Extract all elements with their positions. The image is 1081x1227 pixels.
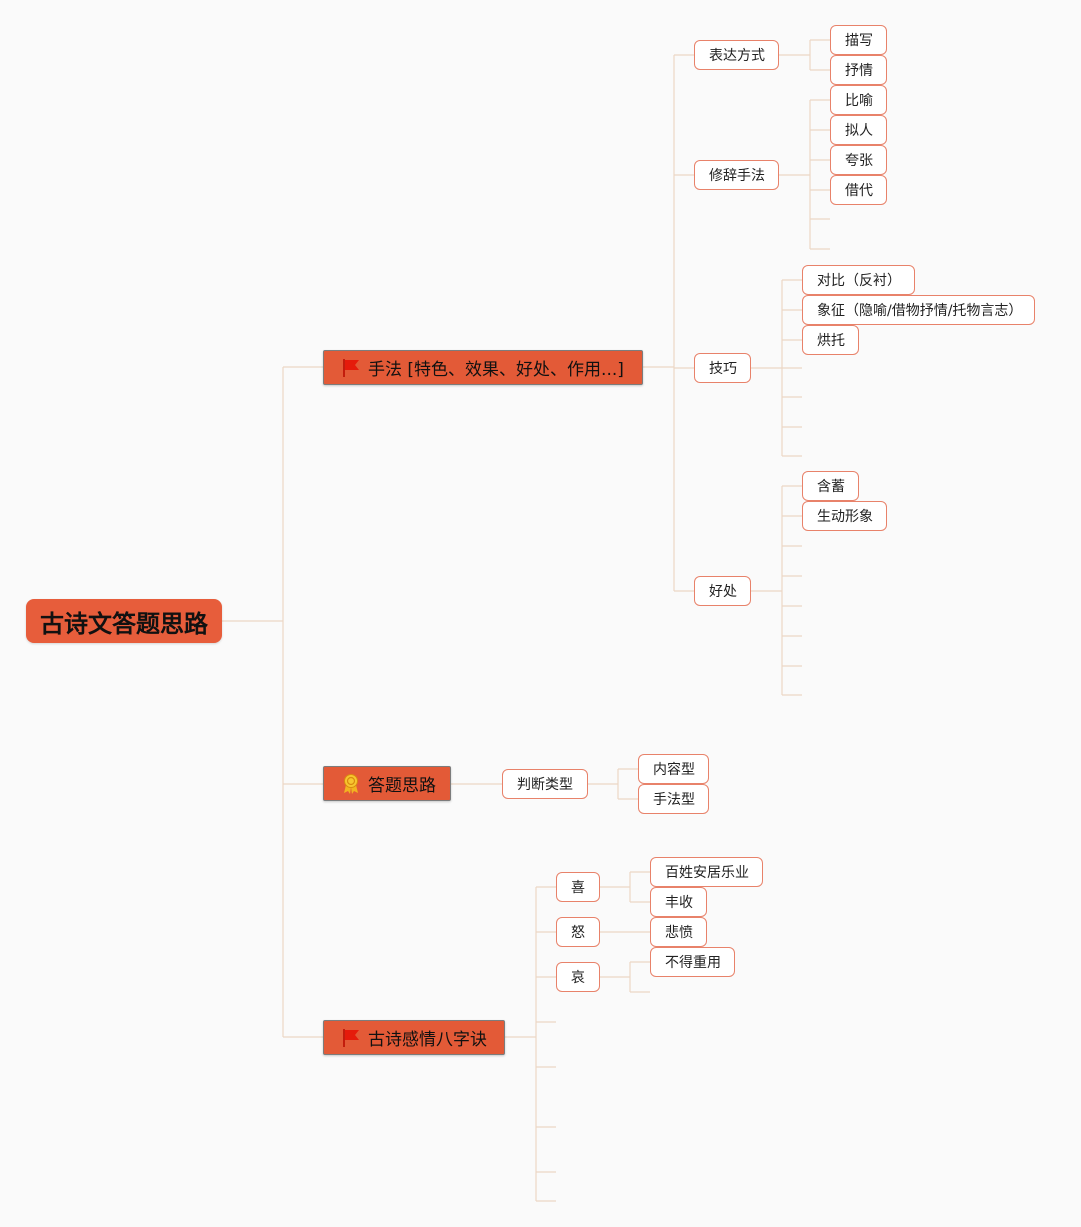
leaf-indignation[interactable]: 悲愤: [650, 917, 707, 947]
leaf-label: 悲愤: [665, 925, 693, 941]
leaf-label: 生动形象: [817, 509, 873, 525]
leaf-label: 拟人: [845, 123, 873, 139]
topic-answer-approach[interactable]: 答题思路: [323, 766, 451, 801]
subtopic-label: 修辞手法: [709, 168, 765, 184]
leaf-label: 含蓄: [817, 479, 845, 495]
topic-emotion-mnemonic-label: 古诗感情八字诀: [368, 1030, 487, 1050]
leaf-label: 烘托: [817, 333, 845, 349]
subtopic-label: 哀: [571, 970, 585, 986]
leaf-label: 百姓安居乐业: [665, 865, 749, 881]
connector-joy: [600, 871, 650, 903]
leaf-people-prosper[interactable]: 百姓安居乐业: [650, 857, 763, 887]
leaf-label: 不得重用: [665, 955, 721, 971]
leaf-label: 手法型: [653, 792, 695, 808]
subtopic-label: 表达方式: [709, 48, 765, 64]
leaf-label: 比喻: [845, 93, 873, 109]
subtopic-label: 喜: [571, 880, 585, 896]
connector-skill: [751, 279, 802, 457]
connector-emotion: [505, 886, 556, 1202]
leaf-label: 描写: [845, 33, 873, 49]
leaf-metaphor[interactable]: 比喻: [830, 85, 887, 115]
root-topic[interactable]: 古诗文答题思路: [26, 599, 222, 643]
connector-technique: [643, 54, 694, 592]
leaf-label: 借代: [845, 183, 873, 199]
connector-expression: [779, 39, 830, 71]
leaf-label: 象征（隐喻/借物抒情/托物言志）: [817, 303, 1023, 319]
leaf-metonymy[interactable]: 借代: [830, 175, 887, 205]
subtopic-label: 怒: [571, 925, 585, 941]
connector-answer: [451, 768, 638, 800]
connector-rhetoric: [779, 99, 830, 250]
subtopic-benefit[interactable]: 好处: [694, 576, 751, 606]
leaf-lyricism[interactable]: 抒情: [830, 55, 887, 85]
leaf-content-type[interactable]: 内容型: [638, 754, 709, 784]
leaf-label: 抒情: [845, 63, 873, 79]
leaf-unappreciated[interactable]: 不得重用: [650, 947, 735, 977]
leaf-hyperbole[interactable]: 夸张: [830, 145, 887, 175]
leaf-symbolism[interactable]: 象征（隐喻/借物抒情/托物言志）: [802, 295, 1035, 325]
leaf-personification[interactable]: 拟人: [830, 115, 887, 145]
subtopic-anger[interactable]: 怒: [556, 917, 600, 947]
subtopic-joy[interactable]: 喜: [556, 872, 600, 902]
subtopic-judge-type[interactable]: 判断类型: [502, 769, 588, 799]
subtopic-label: 判断类型: [517, 777, 573, 793]
leaf-implicit[interactable]: 含蓄: [802, 471, 859, 501]
leaf-label: 内容型: [653, 762, 695, 778]
topic-answer-approach-label: 答题思路: [368, 776, 436, 796]
red-flag-icon: [340, 1027, 362, 1049]
topic-technique[interactable]: 手法 [特色、效果、好处、作用...]: [323, 350, 643, 385]
connector-benefit: [751, 485, 802, 696]
root-topic-label: 古诗文答题思路: [40, 609, 208, 638]
award-medal-icon: [340, 773, 362, 795]
leaf-foil[interactable]: 烘托: [802, 325, 859, 355]
subtopic-rhetoric[interactable]: 修辞手法: [694, 160, 779, 190]
topic-emotion-mnemonic[interactable]: 古诗感情八字诀: [323, 1020, 505, 1055]
leaf-harvest[interactable]: 丰收: [650, 887, 707, 917]
connector-root: [222, 366, 323, 1038]
subtopic-label: 好处: [709, 584, 737, 600]
subtopic-sorrow[interactable]: 哀: [556, 962, 600, 992]
leaf-description[interactable]: 描写: [830, 25, 887, 55]
connector-sorrow: [600, 961, 650, 993]
subtopic-expression-mode[interactable]: 表达方式: [694, 40, 779, 70]
leaf-label: 对比（反衬）: [817, 273, 901, 289]
subtopic-skill[interactable]: 技巧: [694, 353, 751, 383]
leaf-vivid[interactable]: 生动形象: [802, 501, 887, 531]
leaf-contrast[interactable]: 对比（反衬）: [802, 265, 915, 295]
leaf-technique-type[interactable]: 手法型: [638, 784, 709, 814]
leaf-label: 夸张: [845, 153, 873, 169]
subtopic-label: 技巧: [709, 361, 737, 377]
leaf-label: 丰收: [665, 895, 693, 911]
topic-technique-label: 手法 [特色、效果、好处、作用...]: [368, 360, 624, 380]
red-flag-icon: [340, 357, 362, 379]
